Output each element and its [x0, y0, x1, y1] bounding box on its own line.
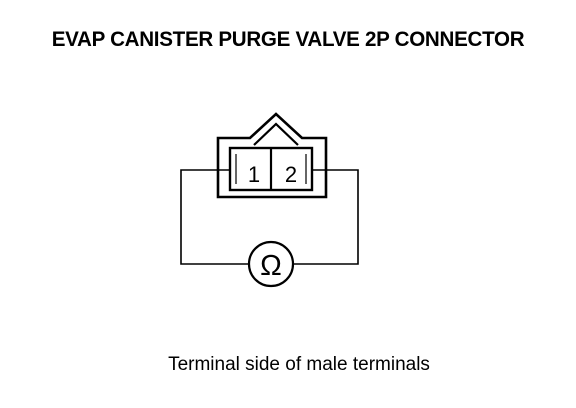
test-lead-left	[180, 169, 249, 265]
connector-housing	[216, 112, 328, 199]
ohm-symbol: Ω	[260, 250, 282, 282]
diagram-title: EVAP CANISTER PURGE VALVE 2P CONNECTOR	[51, 28, 525, 51]
pin-1-label: 1	[248, 162, 260, 187]
connector-lock-tab	[253, 122, 299, 146]
pin-2-label: 2	[285, 162, 297, 187]
diagram-caption: Terminal side of male terminals	[168, 354, 430, 375]
test-lead-right	[293, 169, 359, 265]
ohmmeter-icon	[247, 240, 295, 288]
